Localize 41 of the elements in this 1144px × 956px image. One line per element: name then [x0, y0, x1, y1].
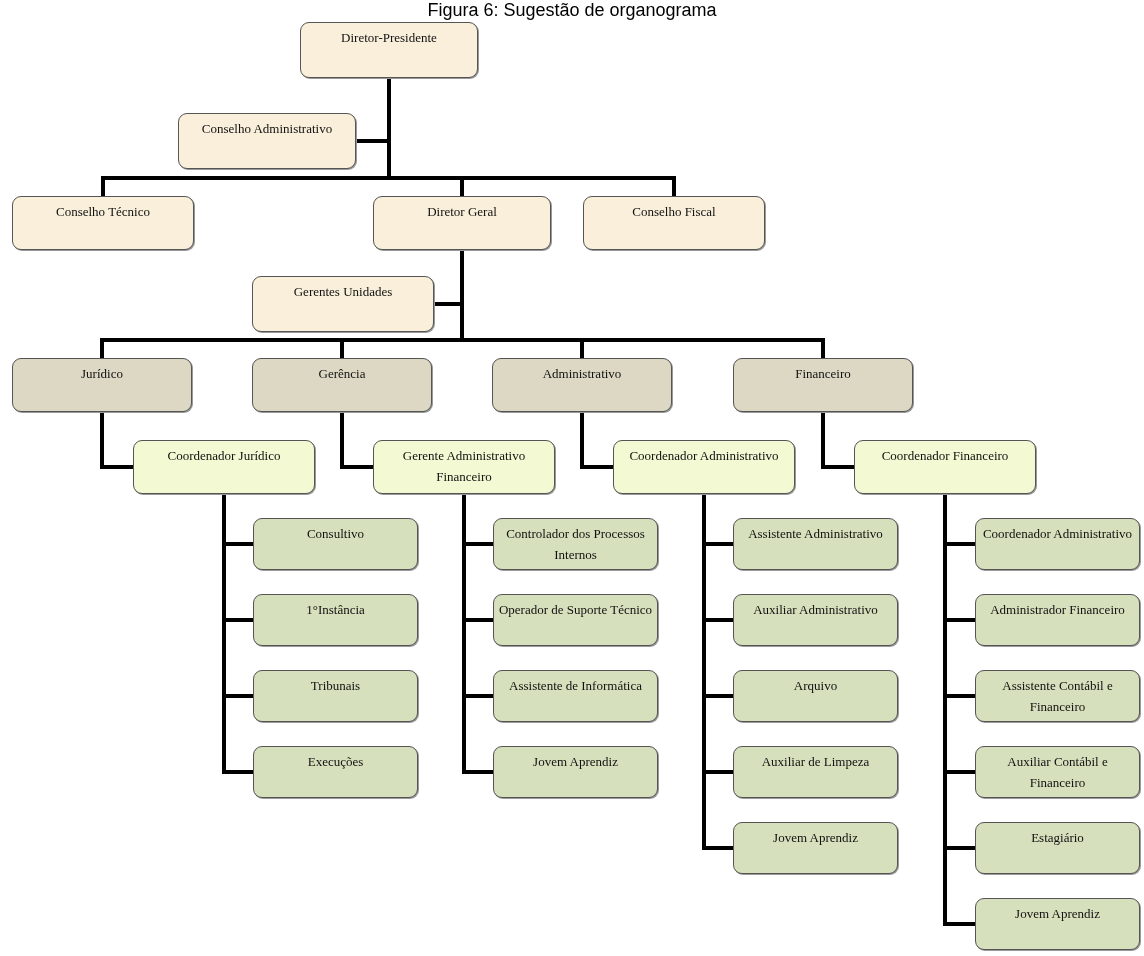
figure-title: Figura 6: Sugestão de organograma	[426, 0, 718, 20]
role-box: Consultivo	[253, 518, 418, 570]
coordinator-box: Gerente Administrativo Financeiro	[373, 440, 555, 494]
role-box: Jovem Aprendiz	[975, 898, 1140, 950]
connector-line	[340, 412, 373, 469]
connector-line	[580, 412, 613, 469]
coordinator-box: Coordenador Administrativo	[613, 440, 795, 494]
department-box: Financeiro	[733, 358, 913, 412]
department-box: Administrativo	[492, 358, 672, 412]
role-box: Tribunais	[253, 670, 418, 722]
connector-line	[943, 494, 975, 926]
role-box: Operador de Suporte Técnico	[493, 594, 658, 646]
role-box: Auxiliar Administrativo	[733, 594, 898, 646]
role-box: Controlador dos Processos Internos	[493, 518, 658, 570]
role-box: Auxiliar Contábil e Financeiro	[975, 746, 1140, 798]
position-box: Conselho Técnico	[12, 196, 194, 250]
role-box: Administrador Financeiro	[975, 594, 1140, 646]
connector-line	[460, 250, 825, 358]
role-box: Assistente Administrativo	[733, 518, 898, 570]
coordinator-box: Coordenador Financeiro	[854, 440, 1036, 494]
position-box: Gerentes Unidades	[252, 276, 434, 332]
role-box: Coordenador Administrativo	[975, 518, 1140, 570]
role-box: Execuções	[253, 746, 418, 798]
role-box: Auxiliar de Limpeza	[733, 746, 898, 798]
department-box: Jurídico	[12, 358, 192, 412]
position-box: Diretor-Presidente	[300, 22, 478, 78]
role-box: Estagiário	[975, 822, 1140, 874]
role-box: 1°Instância	[253, 594, 418, 646]
coordinator-box: Coordenador Jurídico	[133, 440, 315, 494]
department-box: Gerência	[252, 358, 432, 412]
role-box: Jovem Aprendiz	[493, 746, 658, 798]
role-box: Assistente Contábil e Financeiro	[975, 670, 1140, 722]
role-box: Arquivo	[733, 670, 898, 722]
connector-line	[100, 412, 133, 469]
role-box: Assistente de Informática	[493, 670, 658, 722]
position-box: Diretor Geral	[373, 196, 551, 250]
position-box: Conselho Fiscal	[583, 196, 765, 250]
connector-line	[821, 412, 854, 469]
connector-line	[702, 494, 733, 850]
role-box: Jovem Aprendiz	[733, 822, 898, 874]
position-box: Conselho Administrativo	[178, 113, 356, 169]
